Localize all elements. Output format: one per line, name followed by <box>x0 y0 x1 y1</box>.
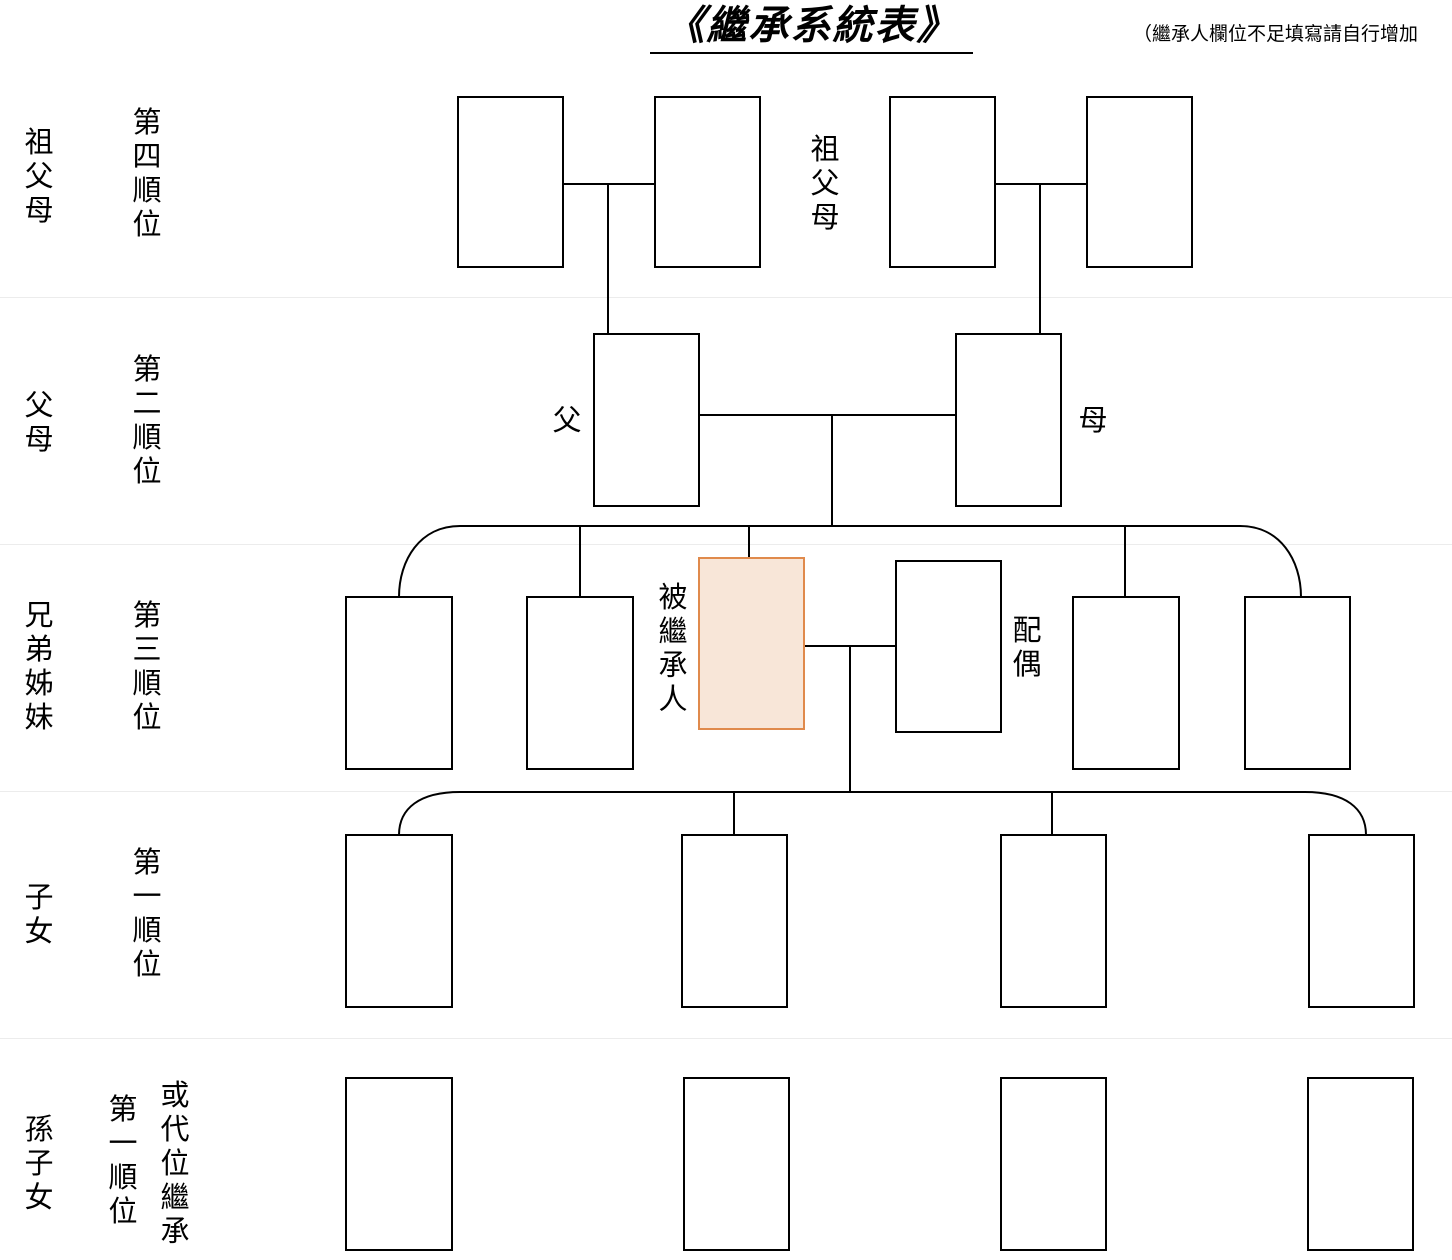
box-paternal-grandmother[interactable] <box>654 96 761 268</box>
box-father[interactable] <box>593 333 700 507</box>
box-sibling-4[interactable] <box>1244 596 1351 770</box>
note-text: （繼承人欄位不足填寫請自行增加 <box>1133 23 1419 45</box>
box-child-1[interactable] <box>345 834 453 1008</box>
box-mother[interactable] <box>955 333 1062 507</box>
row-divider <box>0 544 1452 545</box>
page-title: 《繼承系統表》 <box>650 2 973 54</box>
box-maternal-grandmother[interactable] <box>1086 96 1193 268</box>
box-paternal-grandfather[interactable] <box>457 96 564 268</box>
row-relation-children: 子女 <box>24 880 54 948</box>
label-decedent: 被繼承人 <box>658 580 688 716</box>
box-sibling-3[interactable] <box>1072 596 1180 770</box>
siblings-bracket <box>398 525 1302 598</box>
label-spouse: 配偶 <box>1012 613 1042 681</box>
row-relation-grandchildren: 孫子女 <box>24 1112 54 1214</box>
box-child-3[interactable] <box>1000 834 1107 1008</box>
box-sibling-1[interactable] <box>345 596 453 770</box>
row-order-grandparents: 第四順位 <box>132 105 162 241</box>
box-decedent[interactable] <box>698 557 805 730</box>
row-order-note-grandchildren: 或代位繼承 <box>160 1078 190 1248</box>
box-sibling-2[interactable] <box>526 596 634 770</box>
row-order-grandchildren: 第一順位 <box>108 1092 138 1228</box>
row-order-children: 第一順位 <box>132 845 162 981</box>
box-maternal-grandfather[interactable] <box>889 96 996 268</box>
row-divider <box>0 297 1452 298</box>
box-grandchild-4[interactable] <box>1307 1077 1414 1251</box>
row-order-siblings: 第三順位 <box>132 598 162 734</box>
row-relation-grandparents: 祖父母 <box>24 125 54 227</box>
box-grandchild-1[interactable] <box>345 1077 453 1251</box>
label-grandparents: 祖父母 <box>810 132 840 234</box>
label-mother: 母 <box>1078 403 1108 437</box>
box-child-4[interactable] <box>1308 834 1415 1008</box>
box-grandchild-3[interactable] <box>1000 1077 1107 1251</box>
box-spouse[interactable] <box>895 560 1002 733</box>
box-child-2[interactable] <box>681 834 788 1008</box>
row-relation-siblings: 兄弟姊妹 <box>24 598 54 734</box>
children-bracket <box>398 791 1367 836</box>
row-divider <box>0 1038 1452 1039</box>
row-relation-parents: 父母 <box>24 388 54 456</box>
box-grandchild-2[interactable] <box>683 1077 790 1251</box>
row-order-parents: 第二順位 <box>132 352 162 488</box>
label-father: 父 <box>552 403 582 437</box>
